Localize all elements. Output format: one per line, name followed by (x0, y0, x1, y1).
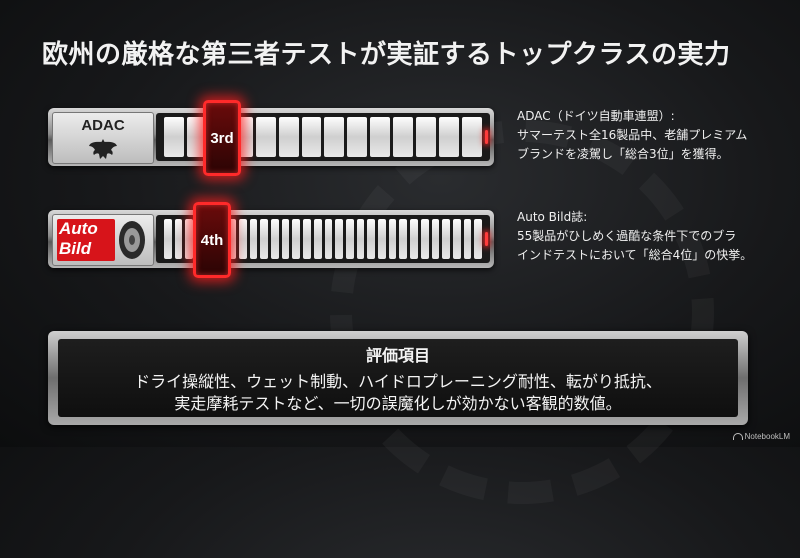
gauge-segment (164, 117, 184, 157)
adac-desc-line-1: ADAC（ドイツ自動車連盟）: (517, 109, 675, 123)
gauge-segment (164, 219, 172, 259)
evaluation-criteria-body: ドライ操縦性、ウェット制動、ハイドロプレーニング耐性、転がり抵抗、 実走摩耗テス… (58, 371, 738, 415)
adac-badge-text: ADAC (81, 117, 125, 134)
adac-rank-label: 3rd (210, 129, 234, 147)
autobild-rank-label: 4th (200, 231, 224, 249)
gauge-segment (186, 117, 207, 157)
autobild-logo-text-top: Auto (59, 219, 98, 238)
adac-description: ADAC（ドイツ自動車連盟）: サマーテスト全16製品中、老舗プレミアム ブラン… (517, 107, 792, 164)
adac-desc-line-3: ブランドを凌駕し「総合3位」を獲得。 (517, 147, 729, 161)
notebooklm-icon (732, 433, 743, 441)
adac-end-indicator (485, 130, 488, 144)
gauge-segment (303, 219, 311, 259)
evaluation-criteria-panel: 評価項目 ドライ操縦性、ウェット制動、ハイドロプレーニング耐性、転がり抵抗、 実… (48, 331, 748, 425)
gauge-segment (367, 219, 376, 259)
autobild-desc-line-1: Auto Bild誌: (517, 210, 588, 224)
gauge-segment (370, 117, 391, 157)
gauge-segment (378, 219, 386, 259)
gauge-segment (442, 219, 450, 259)
adac-segment-track (156, 113, 490, 161)
autobild-desc-line-3: インドテストにおいて「総合4位」の快挙。 (517, 248, 753, 262)
gauge-segment (461, 117, 482, 157)
autobild-desc-line-2: 55製品がひしめく過酷な条件下でのブラ (517, 229, 737, 243)
gauge-segment (399, 219, 408, 259)
evaluation-criteria-line-1: ドライ操縦性、ウェット制動、ハイドロプレーニング耐性、転がり抵抗、 (134, 372, 662, 391)
gauge-segment (474, 219, 483, 259)
autobild-logo-text-bottom: Bild (59, 239, 92, 258)
gauge-segment (388, 219, 397, 259)
evaluation-criteria-inner: 評価項目 ドライ操縦性、ウェット制動、ハイドロプレーニング耐性、転がり抵抗、 実… (58, 339, 738, 417)
tire-icon (119, 221, 145, 259)
gauge-segment (420, 219, 429, 259)
gauge-segment (281, 219, 290, 259)
gauge-segment (439, 117, 459, 157)
adac-desc-line-2: サマーテスト全16製品中、老舗プレミアム (517, 128, 748, 142)
evaluation-criteria-line-2: 実走摩耗テストなど、一切の誤魔化しが効かない客観的数値。 (174, 394, 622, 413)
autobild-logo: Auto Bild (57, 219, 115, 261)
gauge-segment (356, 219, 365, 259)
autobild-description: Auto Bild誌: 55製品がひしめく過酷な条件下でのブラ インドテストにお… (517, 208, 792, 265)
slide-title: 欧州の厳格な第三者テストが実証するトップクラスの実力 (42, 40, 731, 70)
adac-badge: ADAC (52, 112, 154, 164)
gauge-segment (335, 219, 343, 259)
gauge-segment (301, 117, 322, 157)
gauge-segment (228, 219, 236, 259)
gauge-segment (452, 219, 461, 259)
gauge-segment (238, 219, 247, 259)
gauge-segment (271, 219, 279, 259)
gauge-segment (345, 219, 354, 259)
gauge-segment (324, 219, 333, 259)
autobild-rank-gauge: Auto Bild 4th (48, 202, 494, 278)
gauge-segment (278, 117, 299, 157)
gauge-segment (260, 219, 269, 259)
notebooklm-watermark: NotebookLM (732, 432, 790, 441)
gauge-segment (249, 219, 258, 259)
autobild-badge: Auto Bild (52, 214, 154, 266)
gauge-segment (463, 219, 472, 259)
gauge-segment (185, 219, 194, 259)
gauge-segment (313, 219, 322, 259)
notebooklm-label: NotebookLM (744, 432, 790, 441)
gauge-segment (416, 117, 437, 157)
gauge-segment (431, 219, 440, 259)
adac-rank-gauge: ADAC 3rd (48, 100, 494, 176)
gauge-segment (393, 117, 414, 157)
evaluation-criteria-heading: 評価項目 (365, 346, 430, 365)
autobild-end-indicator (485, 232, 488, 246)
gauge-segment (347, 117, 368, 157)
autobild-rank-marker: 4th (193, 202, 231, 278)
eagle-icon (89, 139, 117, 159)
gauge-segment (255, 117, 276, 157)
gauge-segment (174, 219, 183, 259)
adac-rank-marker: 3rd (203, 100, 241, 176)
gauge-segment (292, 219, 301, 259)
gauge-segment (324, 117, 345, 157)
gauge-segment (410, 219, 418, 259)
